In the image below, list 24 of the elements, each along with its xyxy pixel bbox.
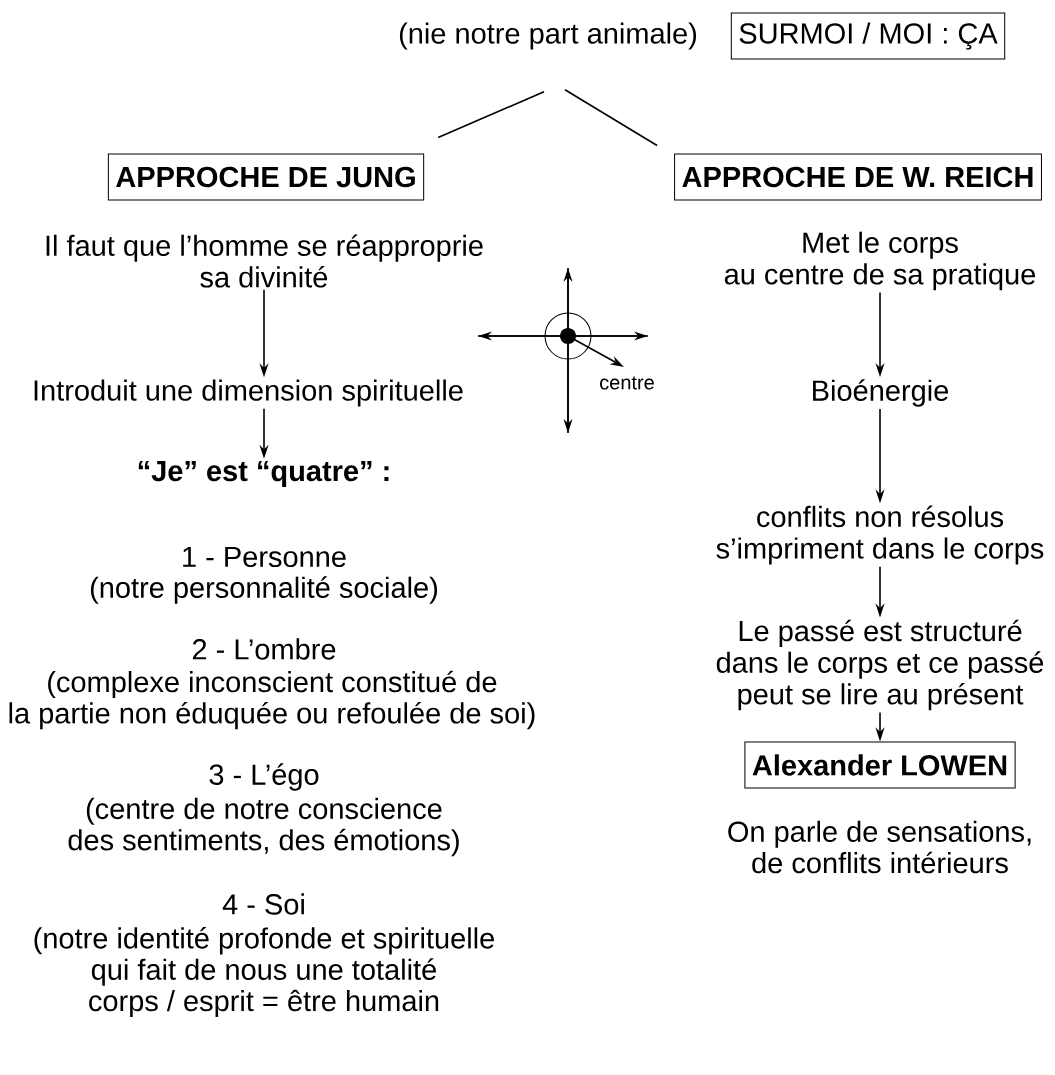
item-description: (notre identité profonde et spirituelle qui fait de nous une totalité corps / esprit = être humain (34, 927, 494, 1017)
item-description: (complexe inconscient constitué de la partie non éduquée ou refoulée de soi) (9, 670, 535, 730)
item-description: (centre de notre conscience des sentiments, des émotions) (68, 797, 459, 857)
framed-text: SURMOI / MOI : ÇA (730, 12, 1006, 60)
flow-text: Le passé est structuré dans le corps et ce passé peut se lire au présent (716, 619, 1044, 711)
flow-text: conflits non résolus s’impriment dans le corps (716, 505, 1044, 565)
item-heading: 2 - L’ombre (192, 638, 336, 660)
connector-line (437, 90, 545, 139)
flow-text: Met le corps au centre de sa pratique (724, 231, 1036, 291)
item-heading: 1 - Personne (183, 546, 346, 568)
note-text: On parle de sensations, de conflits intérieurs (728, 820, 1031, 874)
item-heading: 4 - Soi (222, 893, 304, 915)
connector-line (564, 88, 658, 147)
title-box: APPROCHE DE W. REICH (674, 153, 1042, 201)
title-box: Alexander LOWEN (744, 741, 1016, 789)
flow-text: Introduit une dimension spirituelle (34, 379, 463, 407)
flow-text: (nie notre part animale) (399, 22, 697, 50)
title-box: APPROCHE DE JUNG (107, 153, 425, 201)
compass-label: centre (600, 376, 654, 390)
flow-text: Bioénergie (813, 379, 948, 407)
item-heading: 3 - L’égo (209, 763, 319, 791)
heading-text: “Je” est “quatre” : (138, 461, 389, 487)
item-description: (notre personnalité sociale) (90, 576, 437, 604)
flow-text: Il faut que l’homme se réapproprie sa divinité (46, 234, 483, 288)
